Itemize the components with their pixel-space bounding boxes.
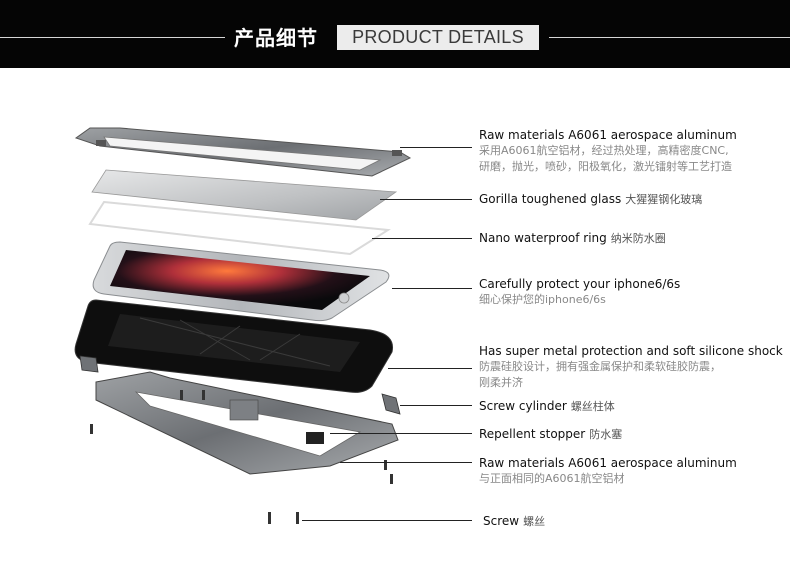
silicone-shock-shell — [74, 299, 394, 393]
waterproof-ring — [88, 200, 391, 256]
callout-top-frame: Raw materials A6061 aerospace aluminum 采… — [479, 128, 737, 173]
leader-line-4 — [392, 288, 472, 289]
leader-line-9 — [302, 520, 472, 521]
screw-cylinders — [79, 355, 401, 415]
iphone-device — [92, 241, 390, 322]
leader-line-8 — [340, 462, 472, 463]
header-title-cn: 产品细节 — [234, 26, 318, 50]
loose-screws — [90, 390, 393, 524]
leader-line-5 — [388, 368, 472, 369]
leader-line-2 — [380, 199, 472, 200]
gorilla-glass-panel — [91, 169, 398, 221]
repellent-stopper — [306, 432, 324, 444]
callout-iphone: Carefully protect your iphone6/6s 细心保护您的… — [479, 277, 681, 306]
leader-line-1 — [400, 147, 472, 148]
header-title-en: PRODUCT DETAILS — [337, 25, 539, 50]
leader-line-6 — [400, 405, 472, 406]
leader-line-3 — [372, 238, 472, 239]
leader-line-7 — [330, 433, 472, 434]
header-banner: 产品细节 PRODUCT DETAILS — [0, 0, 790, 68]
header-rule-left — [0, 37, 225, 38]
header-rule-right — [549, 37, 790, 38]
exploded-case-illustration — [74, 127, 412, 524]
top-aluminum-frame — [74, 127, 412, 177]
callout-bottom-frame: Raw materials A6061 aerospace aluminum 与… — [479, 456, 737, 485]
callout-silicone-shell: Has super metal protection and soft sili… — [479, 344, 783, 389]
bottom-aluminum-frame — [95, 371, 399, 475]
